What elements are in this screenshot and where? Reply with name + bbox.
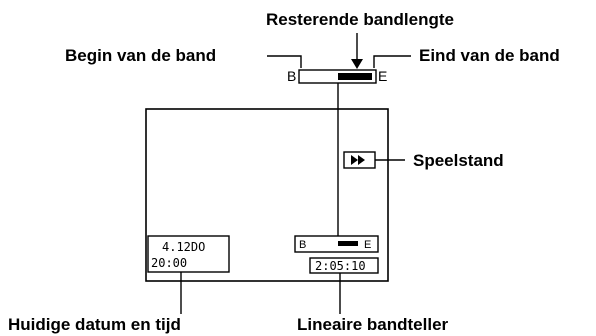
tape-end-leader-line: [373, 55, 411, 68]
mini-indicator-begin-letter: B: [299, 239, 306, 251]
play-mode-label: Speelstand: [413, 151, 504, 170]
indicator-end-letter: E: [378, 68, 387, 84]
fast-forward-icon: [351, 155, 365, 165]
date-time-box: [147, 235, 230, 273]
remaining-tape-label: Resterende bandlengte: [266, 10, 454, 29]
mini-tape-indicator-box: [294, 235, 379, 253]
remaining-tape-arrow-head: [351, 59, 363, 69]
tape-end-label: Eind van de band: [419, 46, 560, 65]
current-date-time-label: Huidige datum en tijd: [8, 315, 181, 334]
mini-indicator-end-letter: E: [364, 239, 371, 251]
indicator-begin-letter: B: [287, 68, 296, 84]
tape-counter-text: 2:05:10: [315, 259, 366, 273]
current-time-text: 20:00: [151, 256, 187, 270]
tape-start-leader-line: [267, 55, 302, 68]
tape-counter-box: [309, 257, 379, 274]
current-date-text: 4.12DO: [162, 240, 205, 254]
linear-tape-counter-label: Lineaire bandteller: [297, 315, 449, 334]
remaining-tape-fill: [338, 73, 372, 80]
mini-remaining-tape-fill: [338, 241, 358, 246]
tape-start-label: Begin van de band: [65, 46, 216, 65]
